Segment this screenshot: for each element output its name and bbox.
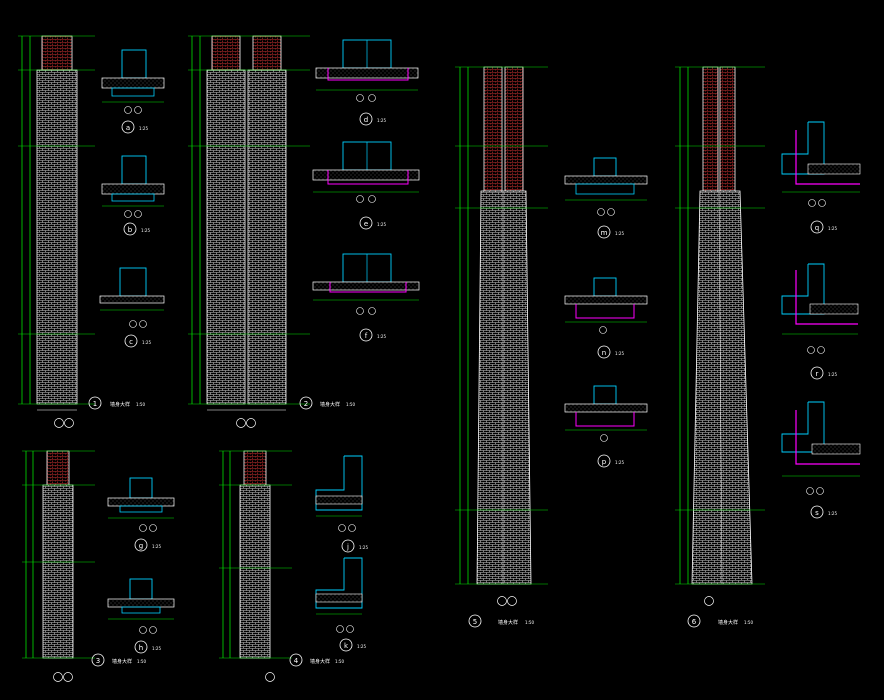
detail-scale: 1:25 xyxy=(377,222,386,227)
detail-letter: m xyxy=(601,229,608,237)
wall-elevation-2: 2 墙身大样 1:50 xyxy=(188,35,355,428)
elevation-number: 6 xyxy=(692,618,697,626)
elevation-number: 4 xyxy=(294,657,299,665)
detail-scale: 1:25 xyxy=(828,511,837,516)
detail-letter: c xyxy=(129,338,133,346)
detail-letter: p xyxy=(602,458,607,466)
elevation-number: 1 xyxy=(93,400,97,408)
detail-h: h 1:25 xyxy=(107,578,175,654)
detail-scale: 1:25 xyxy=(152,646,161,651)
detail-q: q 1:25 xyxy=(781,121,861,234)
elevation-number: 2 xyxy=(304,400,308,408)
detail-s: s 1:25 xyxy=(781,401,861,519)
detail-letter: e xyxy=(364,220,368,228)
elevation-number: 3 xyxy=(96,657,100,665)
detail-scale: 1:25 xyxy=(828,226,837,231)
detail-letter: q xyxy=(815,224,819,232)
elevation-scale: 1:50 xyxy=(346,402,355,407)
detail-scale: 1:25 xyxy=(142,340,151,345)
detail-letter: k xyxy=(344,642,349,650)
elevation-scale: 1:50 xyxy=(525,620,534,625)
detail-g: g 1:25 xyxy=(107,477,175,552)
elevation-scale: 1:50 xyxy=(136,402,145,407)
elevation-title: 墙身大样 xyxy=(310,658,330,665)
detail-j: j 1:25 xyxy=(315,455,368,553)
detail-scale: 1:25 xyxy=(141,228,150,233)
detail-letter: b xyxy=(128,226,133,234)
detail-f: f 1:25 xyxy=(312,253,420,342)
detail-m: m 1:25 xyxy=(564,157,648,239)
detail-scale: 1:25 xyxy=(139,126,148,131)
detail-scale: 1:25 xyxy=(615,231,624,236)
wall-elevation-5: 5 墙身大样 1:50 xyxy=(455,66,548,628)
detail-scale: 1:25 xyxy=(359,545,368,550)
detail-letter: a xyxy=(126,124,130,132)
detail-letter: s xyxy=(815,509,819,517)
detail-scale: 1:25 xyxy=(357,644,366,649)
detail-letter: d xyxy=(364,116,368,124)
detail-scale: 1:25 xyxy=(152,544,161,549)
detail-e: e 1:25 xyxy=(312,141,420,230)
detail-n: n 1:25 xyxy=(564,277,648,359)
detail-c: c 1:25 xyxy=(99,267,165,348)
wall-elevation-4: 4 墙身大样 1:50 xyxy=(219,450,344,682)
elevation-scale: 1:50 xyxy=(137,659,146,664)
elevation-number: 5 xyxy=(473,618,477,626)
detail-scale: 1:25 xyxy=(615,351,624,356)
detail-b: b 1:25 xyxy=(101,155,165,236)
wall-elevation-1: 1 墙身大样 1:50 xyxy=(18,35,145,428)
detail-k: k 1:25 xyxy=(315,557,366,652)
detail-letter: f xyxy=(365,332,368,340)
elevation-scale: 1:50 xyxy=(744,620,753,625)
detail-scale: 1:25 xyxy=(615,460,624,465)
detail-scale: 1:25 xyxy=(828,372,837,377)
detail-scale: 1:25 xyxy=(377,118,386,123)
detail-p: p 1:25 xyxy=(564,385,648,468)
elevation-title: 墙身大样 xyxy=(110,401,130,408)
elevation-scale: 1:50 xyxy=(335,659,344,664)
detail-letter: h xyxy=(139,644,143,652)
elevation-title: 墙身大样 xyxy=(112,658,132,665)
wall-elevation-6: 6 墙身大样 1:50 xyxy=(675,66,765,628)
wall-elevation-3: 3 墙身大样 1:50 xyxy=(22,450,146,682)
elevation-title: 墙身大样 xyxy=(718,619,738,626)
detail-d: d 1:25 xyxy=(315,39,419,126)
detail-r: r 1:25 xyxy=(781,263,859,380)
detail-scale: 1:25 xyxy=(377,334,386,339)
elevation-title: 墙身大样 xyxy=(498,619,518,626)
detail-letter: g xyxy=(139,542,143,550)
detail-letter: n xyxy=(602,349,606,357)
detail-a: a 1:25 xyxy=(101,49,165,134)
detail-letter: j xyxy=(346,543,349,551)
detail-letter: r xyxy=(816,370,819,378)
elevation-title: 墙身大样 xyxy=(320,401,340,408)
